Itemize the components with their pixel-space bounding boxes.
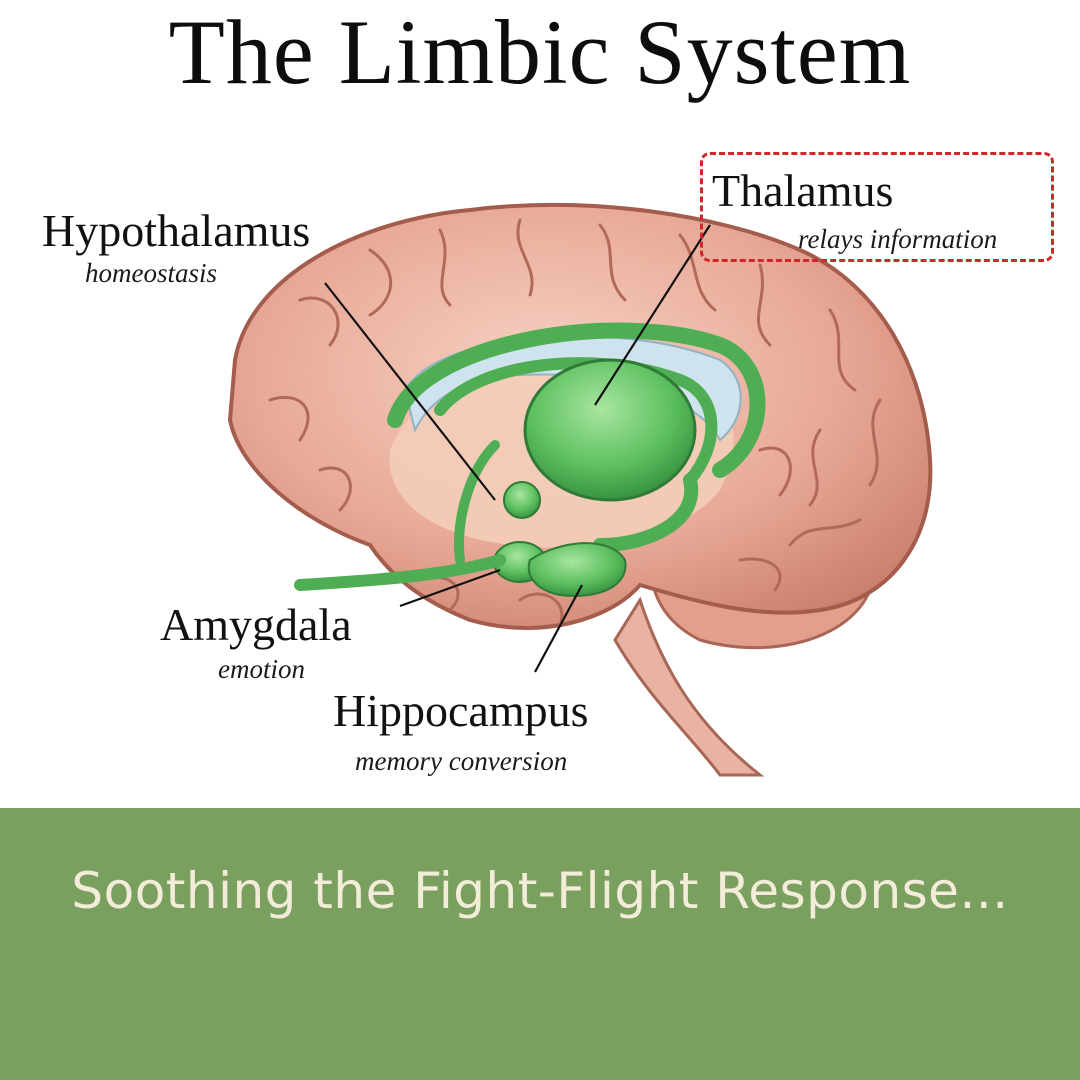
olfactory-tract [294, 554, 506, 591]
label-thalamus: Thalamus [712, 165, 894, 216]
label-hypothalamus: Hypothalamus [42, 205, 311, 256]
banner-text: Soothing the Fight-Flight Response... [71, 862, 1009, 920]
limbic-arc [387, 322, 766, 478]
hypothalamus-shape [503, 481, 541, 519]
label-thalamus-function: relays information [798, 224, 998, 254]
brain-gyri [268, 218, 882, 627]
thalamus-shape [523, 358, 697, 502]
pointer-lines [324, 224, 711, 673]
thalamus-highlight-box [700, 152, 1054, 262]
page-title: The Limbic System [168, 1, 912, 103]
label-amygdala-function: emotion [218, 654, 305, 684]
brain-diagram [227, 202, 933, 777]
label-hippocampus: Hippocampus [333, 685, 589, 736]
brainstem [613, 596, 765, 777]
hippocampus-tail [593, 473, 699, 552]
hippocampus-shape [527, 542, 627, 597]
label-amygdala: Amygdala [160, 599, 352, 650]
label-hypothalamus-function: homeostasis [85, 258, 218, 288]
label-hippocampus-function: memory conversion [355, 746, 568, 776]
banner [0, 808, 1080, 1080]
